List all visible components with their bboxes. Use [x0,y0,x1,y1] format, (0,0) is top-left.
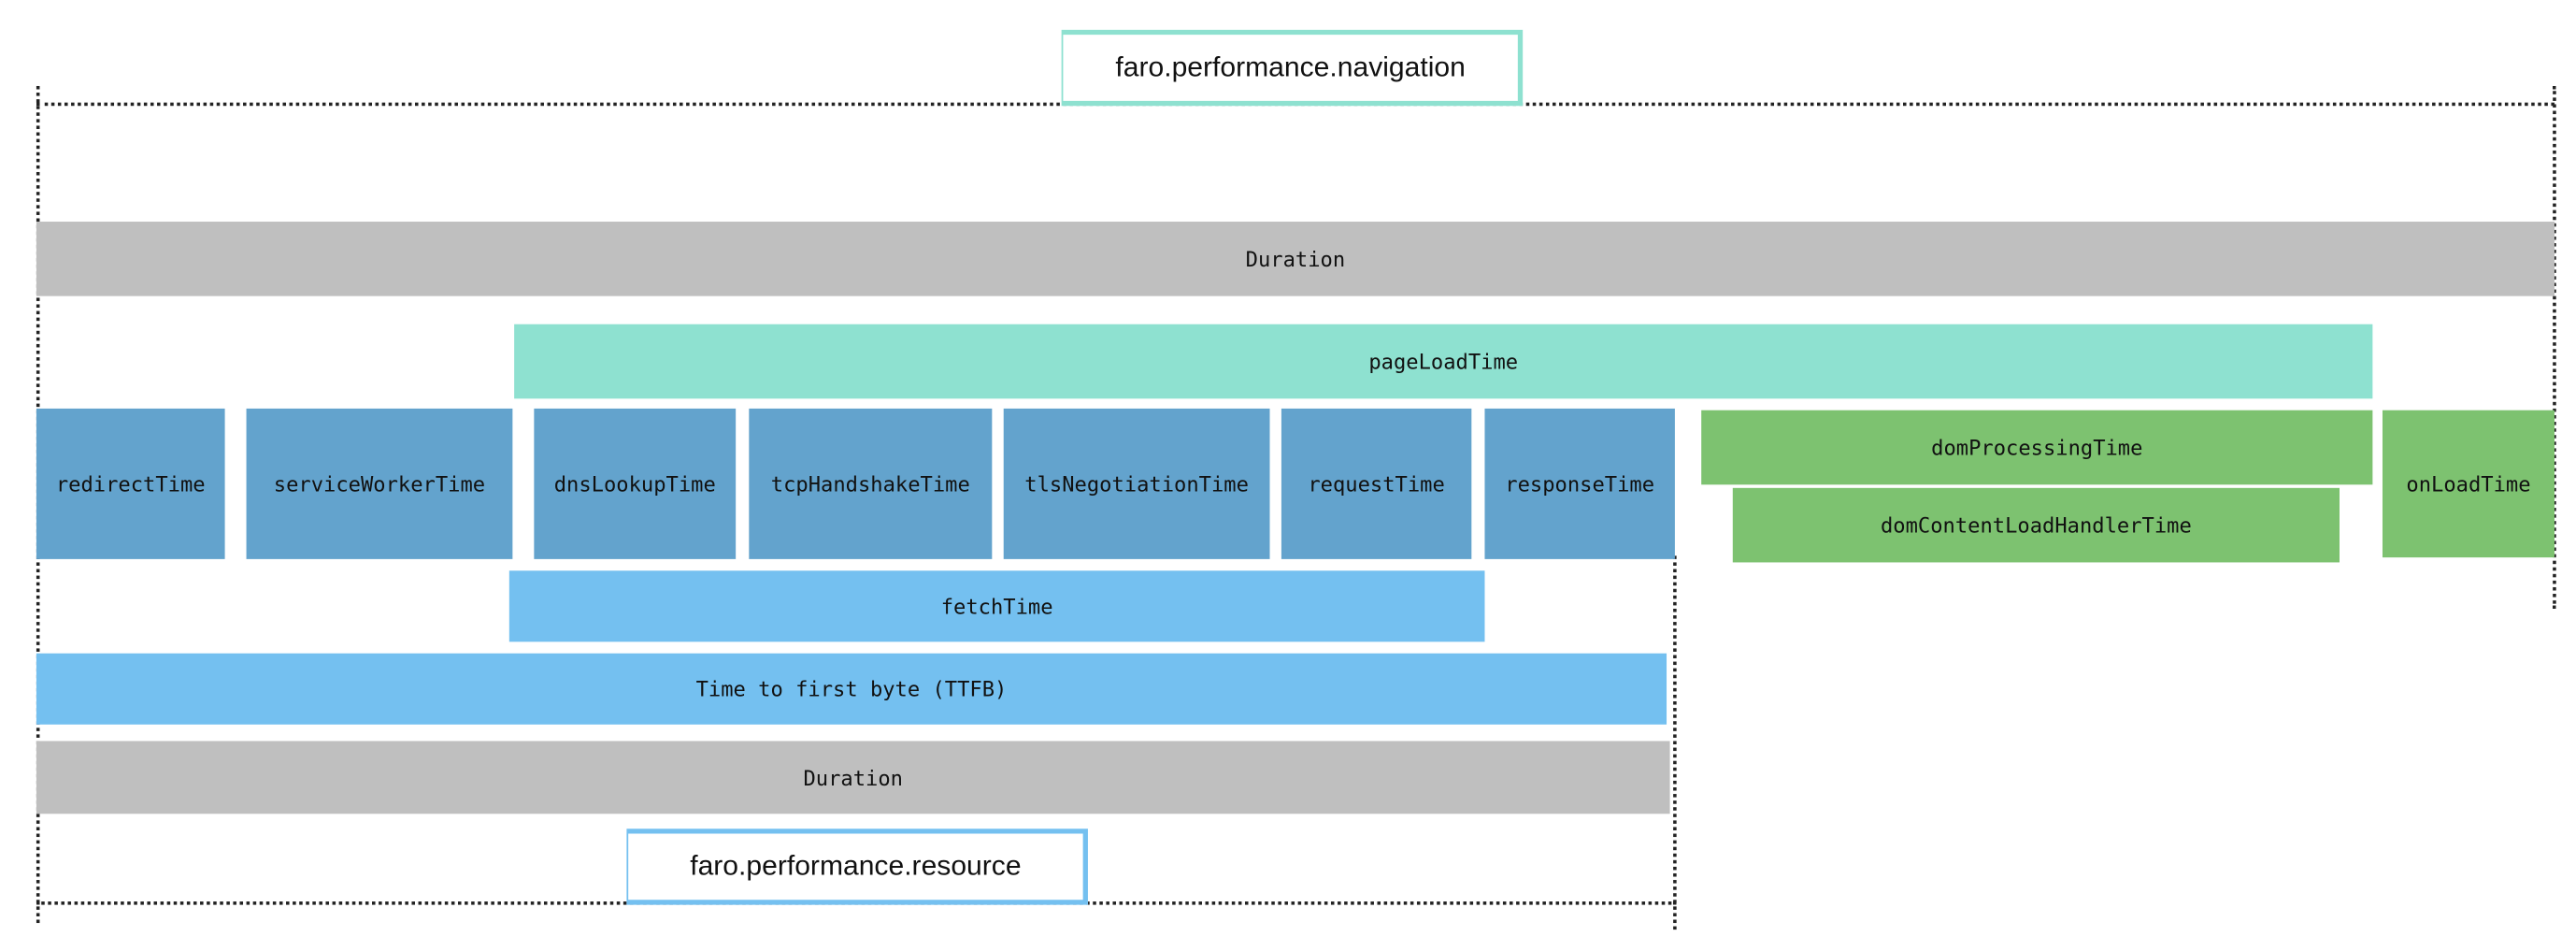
navigation-duration-bar: Duration [36,222,2555,296]
dom-processing-time-bar: domProcessingTime [1701,410,2373,485]
response-time-bar: responseTime [1484,408,1675,559]
dns-lookup-time-label: dnsLookupTime [553,471,716,497]
ttfb-bar: Time to first byte (TTFB) [36,653,1667,725]
redirect-time-label: redirectTime [55,471,206,497]
resource-duration-bar: Duration [36,741,1670,814]
page-load-time-label: pageLoadTime [1368,349,1519,374]
request-time-bar: requestTime [1281,408,1472,559]
navigation-duration-label: Duration [1245,246,1346,272]
service-worker-time-label: serviceWorkerTime [273,471,486,497]
tls-negotiation-time-label: tlsNegotiationTime [1024,471,1249,497]
resource-frame-right [1673,555,1677,930]
resource-duration-label: Duration [803,765,904,790]
on-load-time-label: onLoadTime [2406,471,2531,497]
on-load-time-bar: onLoadTime [2382,410,2555,558]
navigation-title: faro.performance.navigation [1115,50,1466,83]
tcp-handshake-time-label: tcpHandshakeTime [770,471,970,497]
fetch-time-label: fetchTime [940,594,1053,619]
response-time-label: responseTime [1505,471,1655,497]
tls-negotiation-time-bar: tlsNegotiationTime [1003,408,1270,559]
dom-content-load-handler-time-bar: domContentLoadHandlerTime [1732,487,2340,563]
resource-title: faro.performance.resource [690,850,1022,882]
navigation-frame-right [2553,85,2556,609]
ttfb-label: Time to first byte (TTFB) [695,676,1008,702]
redirect-time-bar: redirectTime [36,408,225,559]
dom-content-load-handler-time-label: domContentLoadHandlerTime [1880,512,2192,538]
request-time-label: requestTime [1308,471,1445,497]
dom-processing-time-label: domProcessingTime [1931,435,2143,460]
service-worker-time-bar: serviceWorkerTime [246,408,513,559]
page-load-time-bar: pageLoadTime [514,324,2373,399]
fetch-time-bar: fetchTime [508,570,1485,642]
tcp-handshake-time-bar: tcpHandshakeTime [749,408,993,559]
resource-title-tab: faro.performance.resource [626,829,1088,905]
dns-lookup-time-bar: dnsLookupTime [534,408,737,559]
navigation-title-tab: faro.performance.navigation [1061,29,1524,107]
